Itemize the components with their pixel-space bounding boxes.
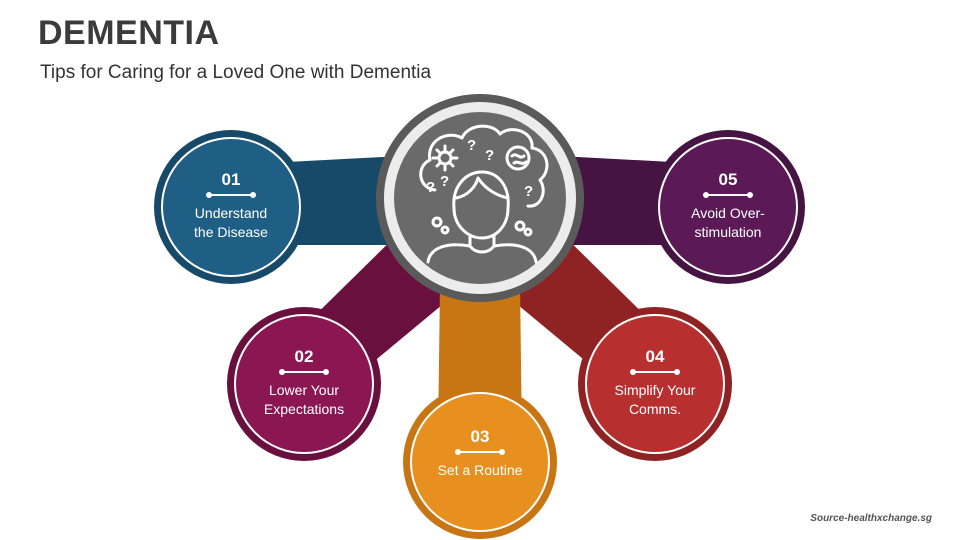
source-note: Source-healthxchange.sg bbox=[810, 513, 932, 524]
node-03: 03 Set a Routine bbox=[415, 427, 545, 480]
divider-icon bbox=[455, 449, 505, 455]
node-01: 01 Understand the Disease bbox=[166, 170, 296, 242]
node-04-circle bbox=[578, 307, 732, 461]
divider-icon bbox=[703, 192, 753, 198]
node-label: Understand the Disease bbox=[194, 205, 268, 240]
head-with-thoughts-icon bbox=[419, 124, 549, 264]
question-marks: ? ? ? ? ? bbox=[426, 137, 533, 200]
divider-icon bbox=[206, 192, 256, 198]
node-01-circle bbox=[154, 130, 308, 284]
node-05-circle bbox=[651, 130, 805, 284]
node-label: Set a Routine bbox=[437, 462, 523, 478]
page-subtitle: Tips for Caring for a Loved One with Dem… bbox=[40, 62, 432, 83]
question-mark: ? bbox=[524, 183, 533, 200]
divider-icon bbox=[630, 369, 680, 375]
question-mark: ? bbox=[467, 137, 476, 154]
node-02: 02 Lower Your Expectations bbox=[239, 347, 369, 419]
node-05: 05 Avoid Over-stimulation bbox=[663, 170, 793, 242]
node-label: Lower Your Expectations bbox=[263, 382, 345, 417]
node-number: 04 bbox=[645, 347, 665, 366]
page-title: DEMENTIA bbox=[38, 14, 220, 52]
node-number: 03 bbox=[470, 427, 490, 446]
node-number: 01 bbox=[221, 170, 241, 189]
divider-icon bbox=[279, 369, 329, 375]
question-mark: ? bbox=[426, 179, 435, 196]
node-03-circle bbox=[403, 385, 557, 539]
node-02-circle bbox=[227, 307, 381, 461]
question-mark: ? bbox=[485, 147, 494, 164]
node-number: 05 bbox=[718, 170, 738, 189]
node-04: 04 Simplify Your Comms. bbox=[590, 347, 720, 419]
node-label: Simplify Your Comms. bbox=[614, 382, 696, 417]
node-label: Avoid Over-stimulation bbox=[691, 205, 765, 240]
node-number: 02 bbox=[294, 347, 314, 366]
question-mark: ? bbox=[440, 173, 449, 190]
